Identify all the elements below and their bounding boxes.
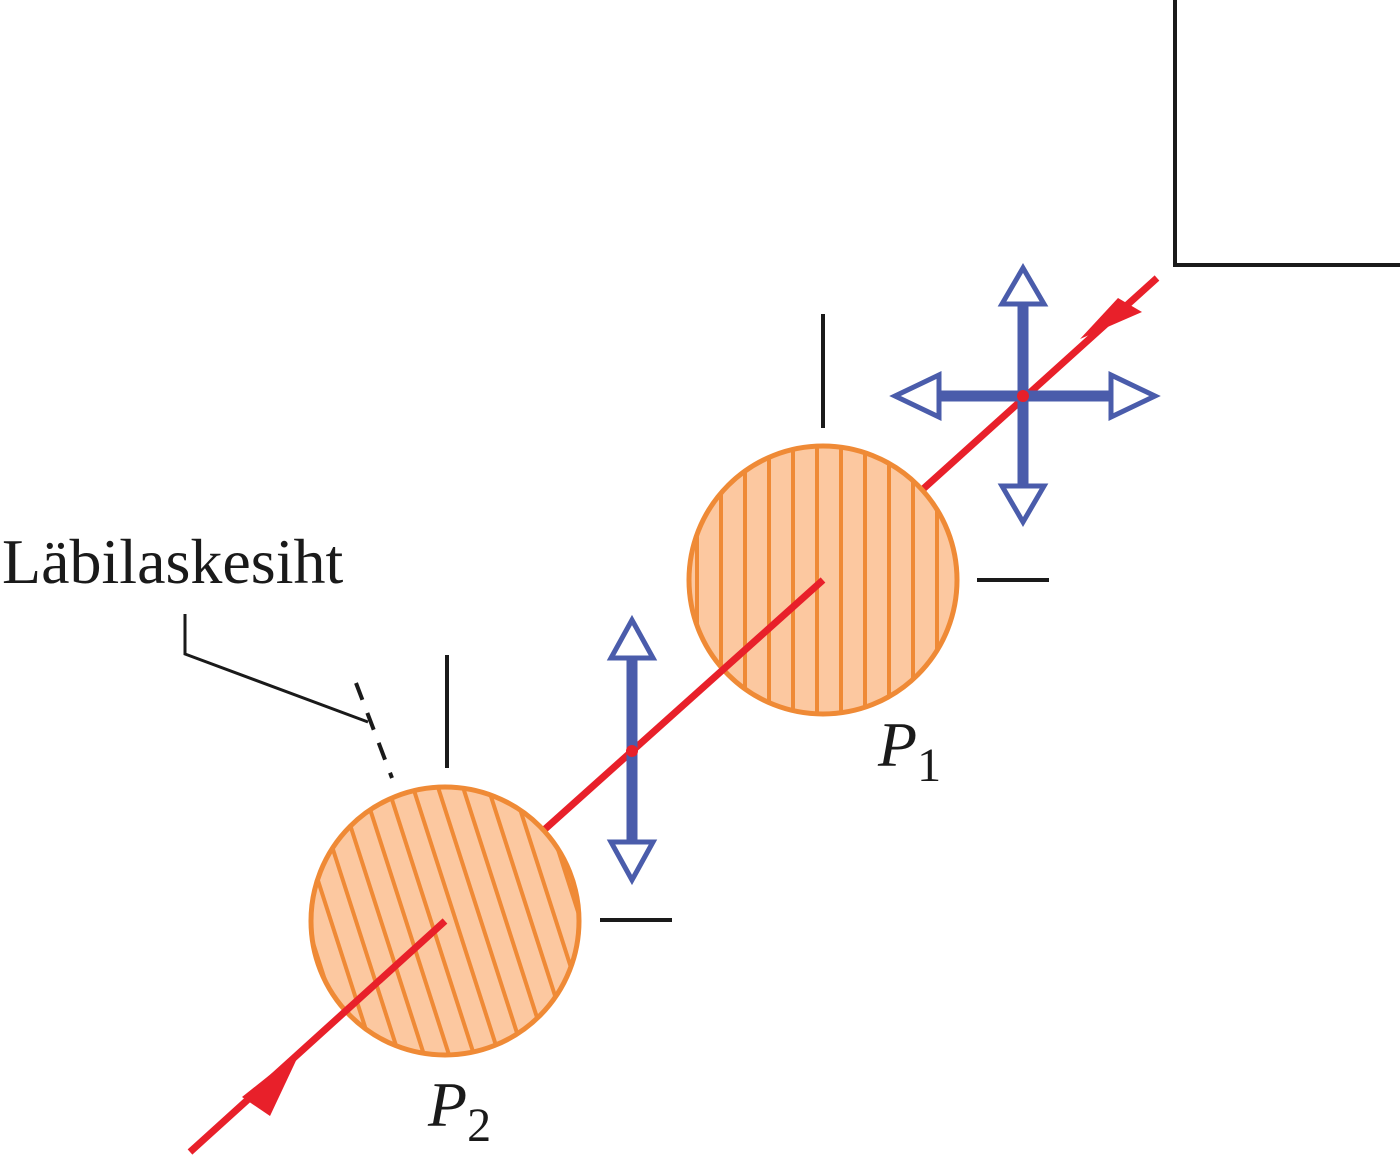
polarizer-p1-label: P1 <box>877 709 941 792</box>
beam-arrowhead-outgoing <box>242 1050 301 1116</box>
light-beam-outgoing <box>187 918 448 1155</box>
transmission-axis-label: Läbilaskesiht <box>2 526 343 597</box>
transmission-axis-dashed <box>354 682 394 779</box>
p1-label-sub: 1 <box>917 739 941 792</box>
beam-crossing-dot-2 <box>626 745 638 757</box>
polarizer-p2-label: P2 <box>427 1069 491 1152</box>
light-source-box <box>1173 0 1400 267</box>
light-beam-between <box>541 577 826 833</box>
beam-crossing-dot <box>1017 390 1029 402</box>
beam-arrowhead-incoming <box>1080 298 1142 339</box>
p2-label-main: P <box>427 1069 467 1140</box>
p1-label-main: P <box>877 709 917 780</box>
transmission-axis-leader <box>183 614 369 724</box>
p2-label-sub: 2 <box>467 1099 491 1152</box>
